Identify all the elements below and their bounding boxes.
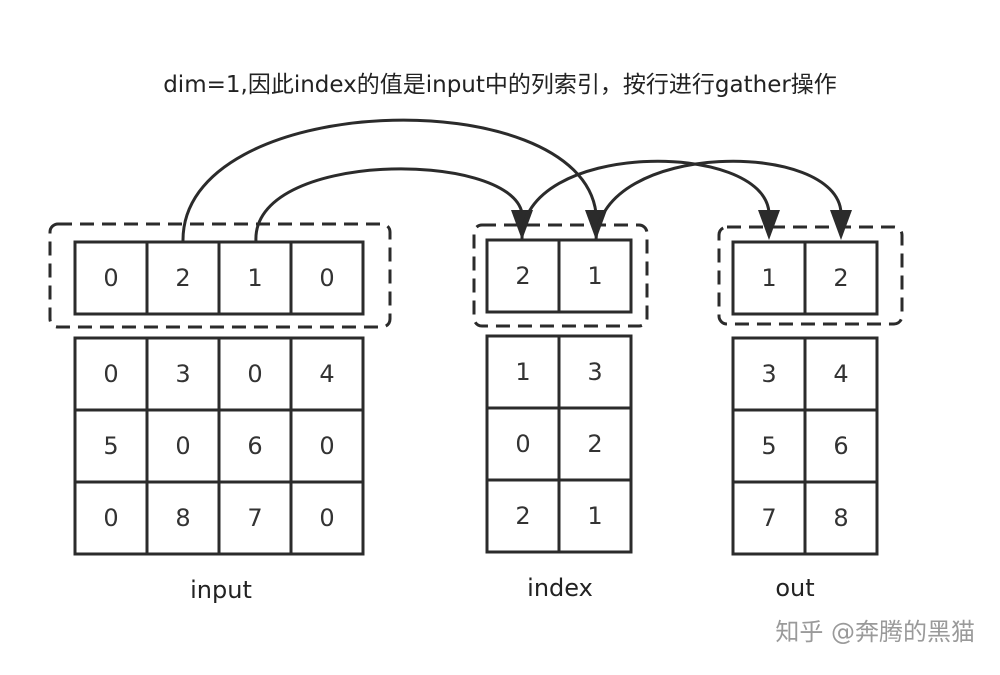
watermark: 知乎 @奔腾的黑猫	[775, 618, 975, 646]
out-cell	[731, 480, 807, 556]
out-cell-value: 7	[761, 504, 776, 532]
input-cell-value: 6	[247, 432, 262, 460]
input-row-highlight	[48, 222, 392, 329]
diagram-title: dim=1,因此index的值是input中的列索引，按行进行gather操作	[163, 72, 837, 98]
out-label: out	[775, 574, 814, 602]
index-cell	[485, 478, 561, 554]
arrow-input-1-to-index-1	[254, 167, 524, 243]
arrow-head	[758, 210, 780, 240]
index-cell-value: 1	[587, 262, 602, 290]
input-cell	[217, 240, 293, 316]
input-cell-value: 0	[319, 504, 334, 532]
input-cell	[145, 480, 221, 556]
input-cell-value: 5	[103, 432, 118, 460]
input-cell-value: 0	[103, 504, 118, 532]
input-cell-value: 1	[247, 264, 262, 292]
index-cell-value: 1	[515, 358, 530, 386]
input-cell	[289, 408, 365, 484]
out-cell-value: 3	[761, 360, 776, 388]
input-cell-value: 2	[175, 264, 190, 292]
index-cell-value: 2	[515, 502, 530, 530]
index-matrix: 2 1 1 3 0 2 2 1	[485, 238, 633, 554]
out-cell	[803, 480, 879, 556]
out-matrix: 1 2 3 4 5 6 7 8	[731, 240, 879, 556]
index-cell	[485, 238, 561, 314]
index-label: index	[527, 574, 593, 602]
input-cell	[217, 336, 293, 412]
out-cell	[731, 240, 807, 316]
out-cell-value: 5	[761, 432, 776, 460]
out-cell	[803, 336, 879, 412]
arrow-index-2-to-out-2	[594, 159, 843, 241]
index-cell-value: 1	[587, 502, 602, 530]
index-cell-value: 0	[515, 430, 530, 458]
index-cell-value: 2	[515, 262, 530, 290]
input-cell-value: 0	[319, 264, 334, 292]
arrow-head	[830, 210, 852, 240]
out-cell	[803, 240, 879, 316]
input-cell-value: 0	[103, 264, 118, 292]
input-cell-value: 0	[103, 360, 118, 388]
out-cell-value: 8	[833, 504, 848, 532]
arrow-input-2-to-index-2	[181, 118, 598, 243]
input-cell-value: 0	[247, 360, 262, 388]
index-row-highlight	[472, 223, 649, 328]
input-cell-value: 0	[319, 432, 334, 460]
out-cell-value: 4	[833, 360, 848, 388]
out-cell-value: 2	[833, 264, 848, 292]
index-cell-value: 2	[587, 430, 602, 458]
input-cell-value: 4	[319, 360, 334, 388]
input-label: input	[190, 576, 252, 604]
out-cell-value: 6	[833, 432, 848, 460]
input-cell	[289, 240, 365, 316]
index-cell	[557, 478, 633, 554]
out-cell-value: 1	[761, 264, 776, 292]
input-cell	[289, 480, 365, 556]
input-cell-value: 7	[247, 504, 262, 532]
input-cell	[217, 480, 293, 556]
input-cell	[145, 240, 221, 316]
input-cell-value: 0	[175, 432, 190, 460]
input-matrix: 0 2 1 0 0 3 0 4 5 0 6 0 0 8 7 0	[73, 240, 365, 556]
index-cell-value: 3	[587, 358, 602, 386]
index-cell	[557, 238, 633, 314]
out-row-highlight	[717, 225, 904, 326]
input-cell-value: 3	[175, 360, 190, 388]
arrow-index-1-to-out-1	[520, 159, 771, 241]
index-cell	[557, 334, 633, 410]
input-cell-value: 8	[175, 504, 190, 532]
input-cell	[145, 336, 221, 412]
